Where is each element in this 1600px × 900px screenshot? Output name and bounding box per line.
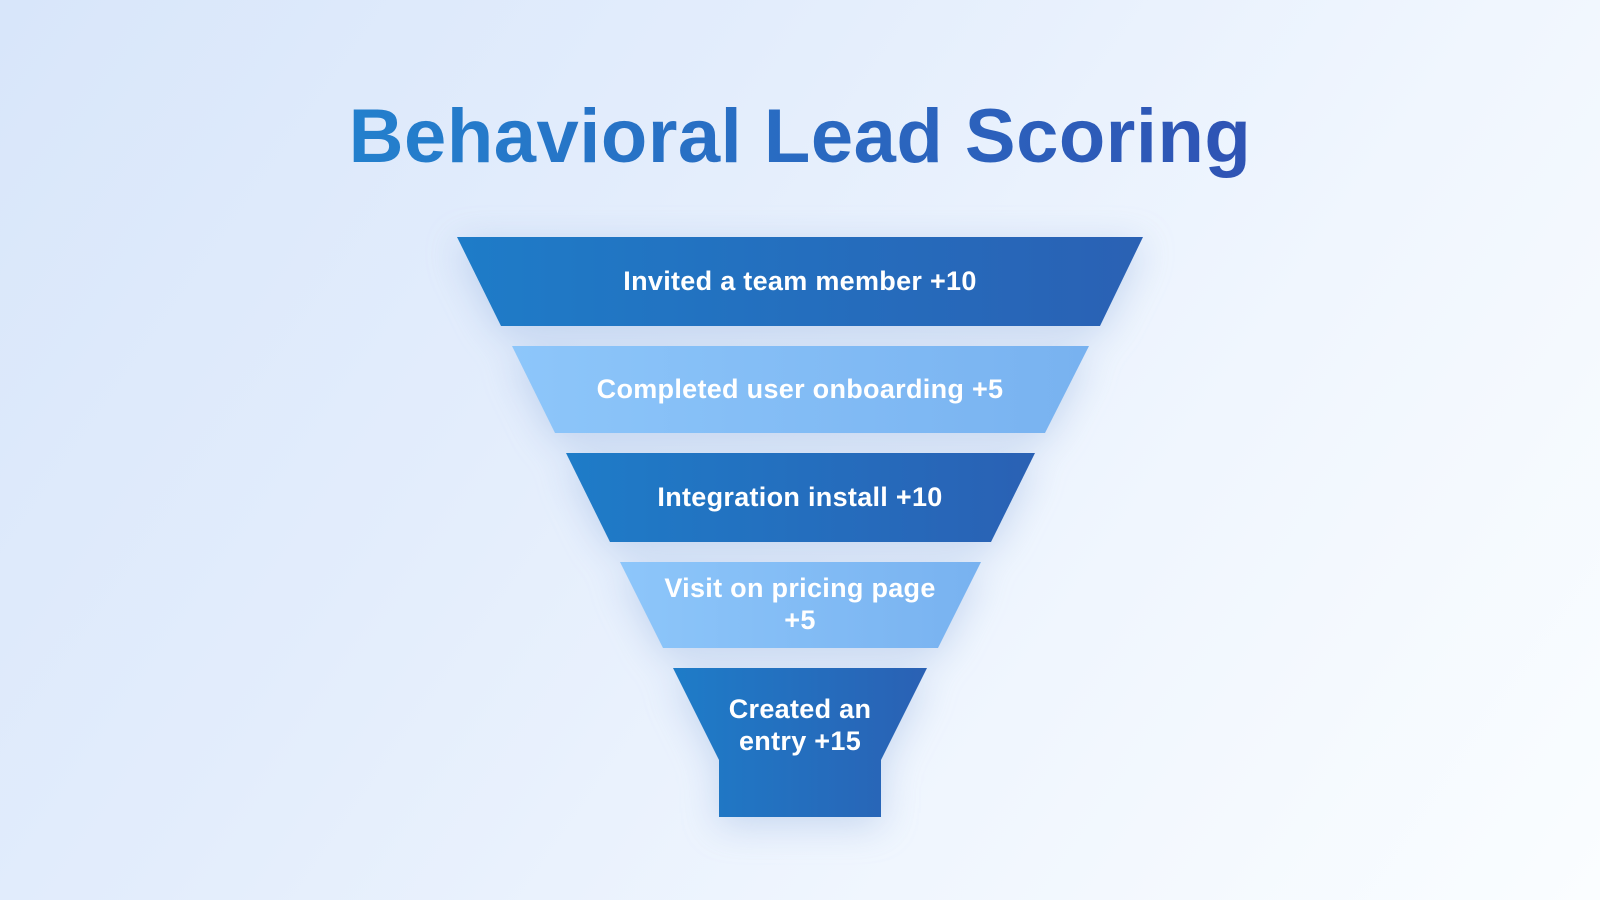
page-title: Behavioral Lead Scoring [348, 93, 1252, 179]
funnel-stage-1-shape [457, 237, 1143, 326]
funnel-stage-5-label: Created an entry +15 [700, 676, 900, 776]
funnel-stage-5-label-line-2: entry +15 [738, 726, 862, 756]
funnel-stage-2-shape [512, 346, 1089, 433]
funnel-stage-3-shape [566, 453, 1035, 542]
funnel-stage-4-label-line-2: +5 [784, 605, 816, 635]
funnel-stage-2-label-line: Completed user onboarding +5 [596, 373, 1004, 404]
funnel-stage-2-label: Completed user onboarding +5 [555, 346, 1045, 433]
funnel-stage-4-shape [620, 562, 981, 648]
funnel-stage-4-label-line-1: Visit on pricing page [664, 573, 936, 604]
funnel-stage-4-label: Visit on pricing page +5 [650, 562, 950, 648]
funnel-stage-3-label-line: Integration install +10 [657, 481, 943, 512]
funnel-stage-3-label: Integration install +10 [610, 453, 990, 542]
funnel-stage-5-shape [673, 668, 927, 817]
funnel-stage-5-label-line-1: Created an [728, 694, 872, 725]
funnel-stage-1-label-line: Invited a team member +10 [623, 265, 977, 296]
title-area: Behavioral Lead Scoring [0, 92, 1600, 180]
funnel-stage-1-label: Invited a team member +10 [500, 237, 1100, 326]
